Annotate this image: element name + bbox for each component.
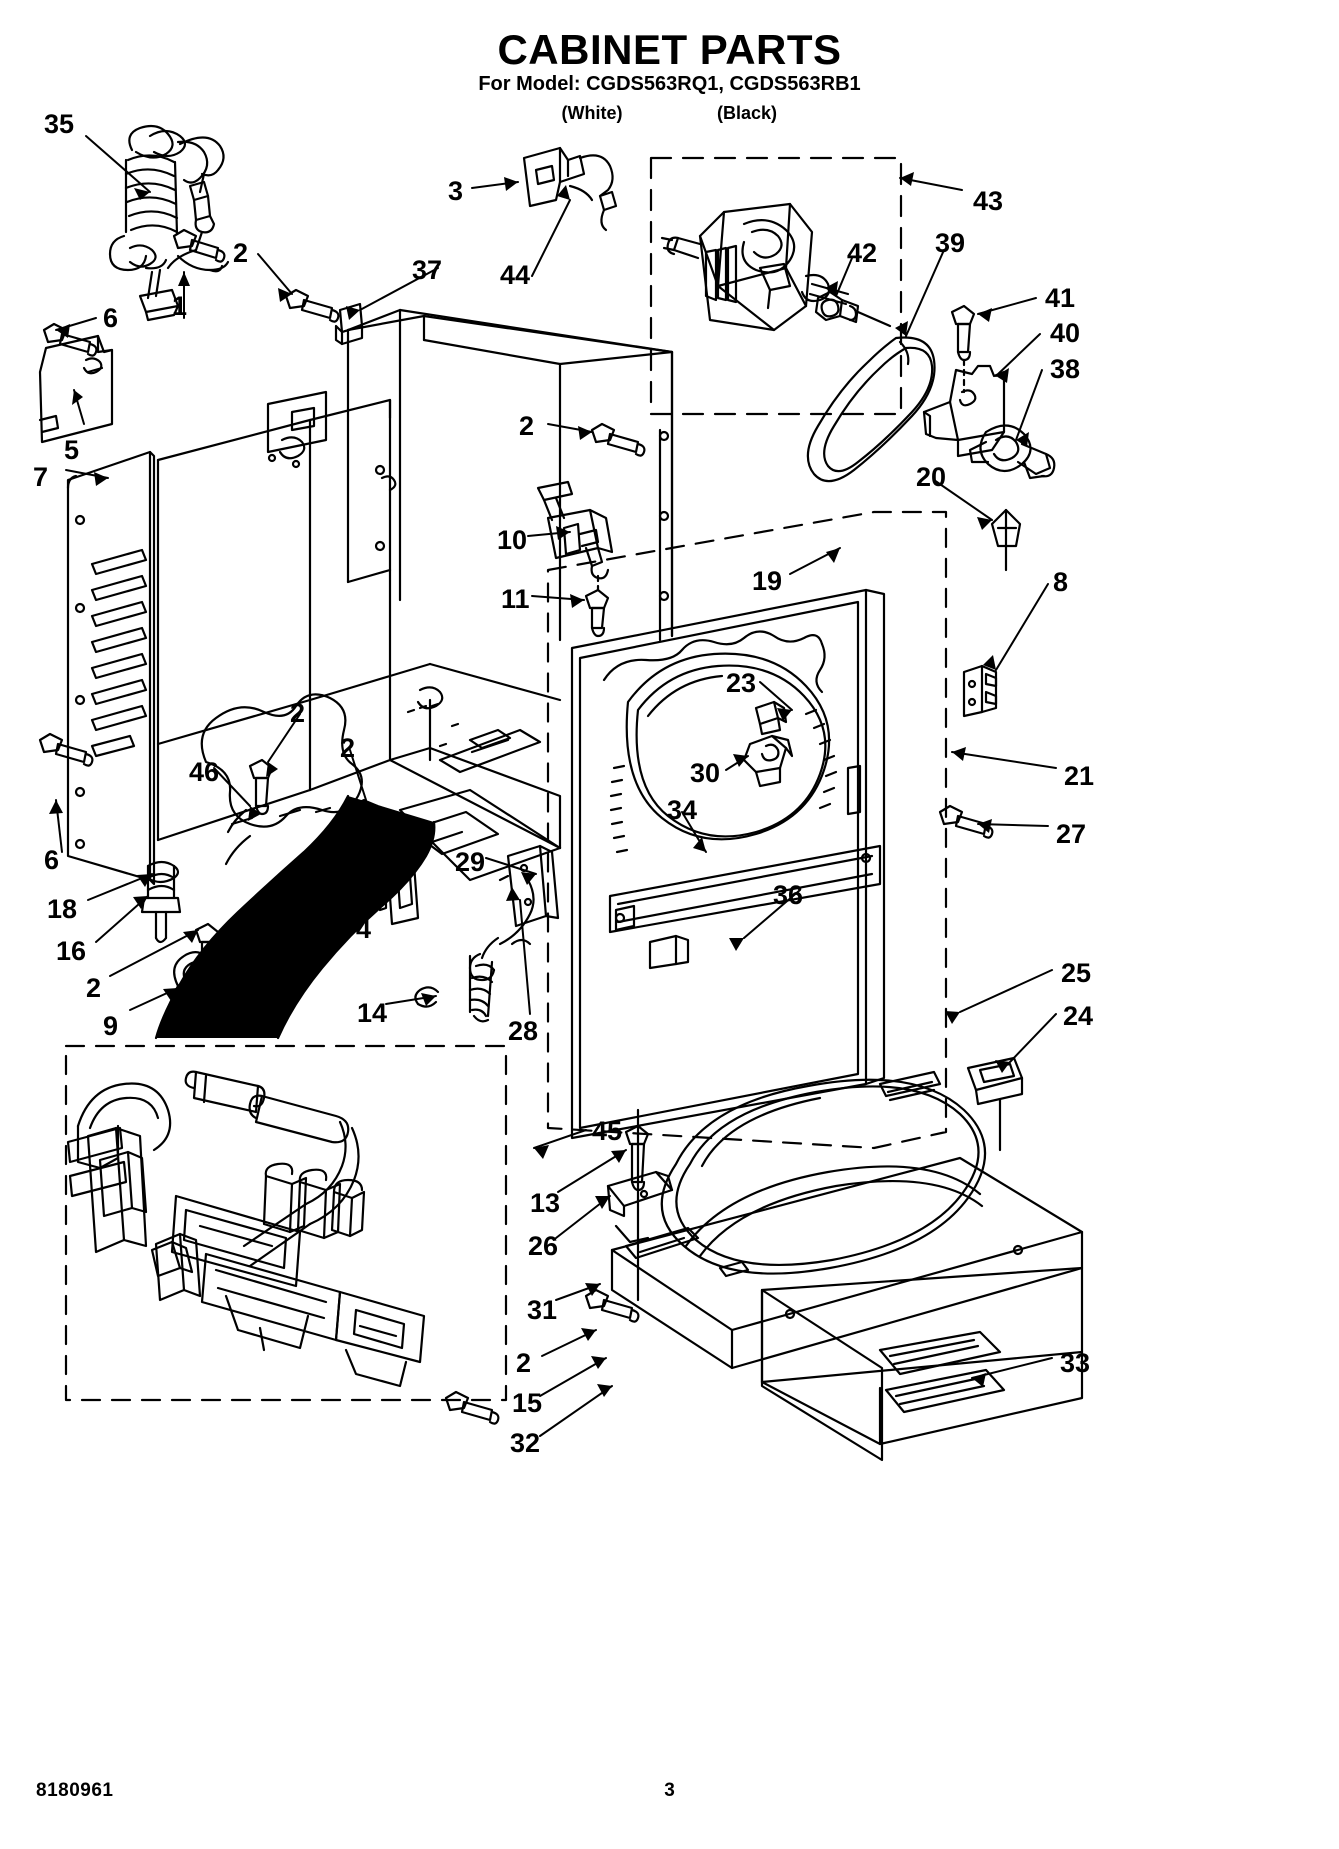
part-29-small-switch [378,862,420,926]
part-35-coil-assembly [108,124,230,322]
power-cord-outline [154,794,436,1040]
color-variant-row: (White) (Black) [0,103,1339,124]
part-39-drive-belt [806,336,936,483]
callout-number-42: 42 [847,238,878,268]
callout-number-21: 21 [1064,761,1095,791]
part-30-door-strike [742,734,794,788]
part-5-access-panel [38,334,114,444]
cabinet-body [156,308,674,882]
part-7-side-panel [66,450,156,886]
callout-number-2: 2 [86,973,102,1003]
part-33-toe-panel [760,1266,1084,1462]
cutaway-torn-edge [602,630,826,694]
callout-number-41: 41 [1045,283,1076,313]
callout-number-15: 15 [512,1388,543,1418]
callout-number-35: 35 [44,109,75,139]
callout-number-37: 37 [412,255,443,285]
callout-number-20: 20 [916,462,947,492]
callout-number-28: 28 [508,1016,539,1046]
callout-number-32: 32 [510,1428,541,1458]
footer-part-number: 8180961 [36,1780,114,1801]
callout-number-33: 33 [1060,1348,1091,1378]
callout-number-8: 8 [1053,567,1069,597]
callout-number-31: 31 [527,1295,558,1325]
callout-number-40: 40 [1050,318,1081,348]
callout-number-2: 2 [516,1348,532,1378]
part-8-hinge [962,664,998,718]
part-29-bracket [498,844,560,946]
callout-number-2: 2 [340,733,356,763]
callout-number-4: 4 [356,914,372,944]
callout-number-11: 11 [501,584,530,614]
part-13-leader [614,1224,650,1244]
color-label-white: (White) [561,103,623,123]
part-3-bracket [522,146,586,208]
page-title: CABINET PARTS [497,26,842,73]
model-subtitle: For Model: CGDS563RQ1, CGDS563RB1 [478,73,861,95]
part-11-screw [584,574,610,638]
callout-number-44: 44 [500,260,531,290]
callout-number-30: 30 [690,758,721,788]
part-34-door-seal [609,652,838,854]
part-25-drum-seal-ring [660,1070,987,1275]
part-40-idler-bracket [922,364,1006,458]
callout-number-16: 16 [56,936,87,966]
callout-number-7: 7 [33,462,49,492]
callout-number-36: 36 [773,880,804,910]
part-27-screw [938,804,994,839]
callout-number-43: 43 [973,186,1004,216]
callout-number-1: 1 [172,291,188,321]
color-label-black: (Black) [716,103,778,123]
part-18-leveling-leg [140,860,182,944]
power-cord [156,796,435,1038]
callout-number-46: 46 [189,757,220,787]
part-44-wire-form [568,154,618,232]
callout-number-45: 45 [592,1116,623,1146]
callout-number-34: 34 [667,795,698,825]
callout-number-2: 2 [519,411,535,441]
callout-number-19: 19 [752,566,783,596]
part-46-cutaway-outline [200,693,363,828]
callout-number-2: 2 [233,238,249,268]
callout-number-3: 3 [448,176,464,206]
callout-number-2: 2 [290,698,306,728]
part-43-motor-inset-box [649,156,903,416]
callout-number-6: 6 [103,303,119,333]
part-burner-inset-box [64,1044,508,1402]
part-41-screw [950,304,976,394]
callout-number-24: 24 [1063,1001,1094,1031]
callout-number-27: 27 [1056,819,1087,849]
part-28-spring [468,878,535,1023]
part-45-bracket-screw [624,1124,650,1192]
front-panel-dashed-outline [546,510,948,1150]
callout-number-10: 10 [497,525,528,555]
callout-number-14: 14 [357,998,388,1028]
drive-motor [660,202,850,332]
callout-number-29: 29 [455,847,486,877]
part-14-spring-hook [414,986,440,1008]
callout-number-38: 38 [1050,354,1081,384]
callout-number-18: 18 [47,894,78,924]
callout-number-26: 26 [528,1231,559,1261]
base-pan [610,1156,1084,1370]
callout-number-6: 6 [44,845,60,875]
part-42-pulley-nut [814,290,892,328]
callout-number-39: 39 [935,228,966,258]
burner-assembly [66,1070,426,1388]
part-23-seal-clip [754,700,788,736]
callout-number-23: 23 [726,668,757,698]
part-24-clip [966,1056,1024,1152]
part-20-push-clip [990,508,1022,572]
callout-number-13: 13 [530,1188,561,1218]
drum-lower-arc [684,1165,984,1258]
part-38-idler-pulley [968,424,1056,480]
callout-number-9: 9 [103,1011,119,1041]
part-9-cord-clamp [170,951,216,1004]
part-37-clip [334,302,364,346]
callout-number-5: 5 [64,435,80,465]
callout-number-25: 25 [1061,958,1092,988]
footer-page-number: 3 [664,1780,675,1801]
part-10-door-switch [536,480,614,580]
